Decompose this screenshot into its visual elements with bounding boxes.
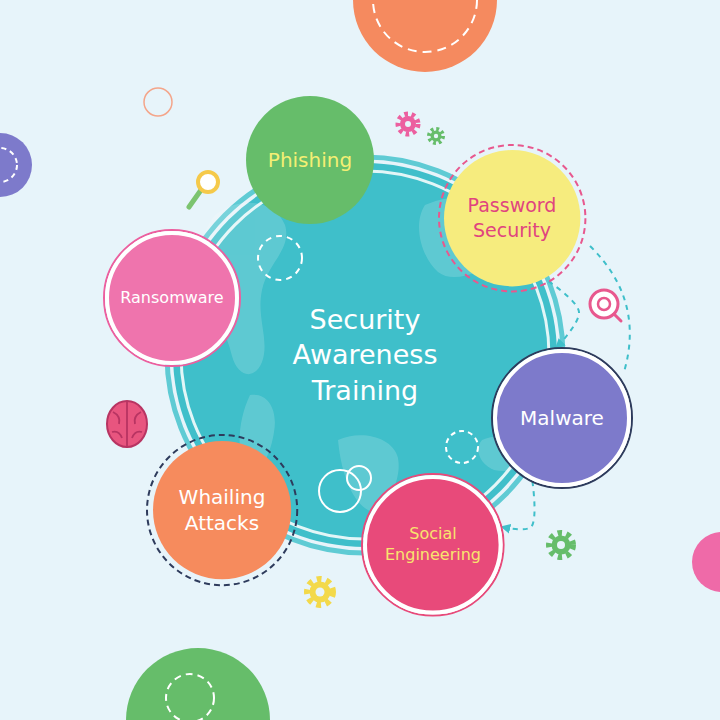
gear-body bbox=[400, 116, 416, 132]
magnifier-handle bbox=[189, 190, 201, 207]
topic-circle: Ransomware bbox=[104, 230, 240, 366]
circle-ring bbox=[104, 230, 240, 366]
gear-body bbox=[552, 536, 571, 555]
topic-circle: Password Security bbox=[439, 145, 585, 291]
gear-icon bbox=[549, 533, 573, 557]
node-label: Social Engineering bbox=[378, 524, 488, 566]
corner-circle-dash bbox=[0, 148, 17, 182]
corner-circle bbox=[0, 133, 32, 197]
circle-ring bbox=[439, 145, 585, 291]
circle-ring bbox=[147, 435, 297, 585]
circle-ring bbox=[362, 474, 504, 616]
topic-circle: Whailing Attacks bbox=[147, 435, 297, 585]
node-label: Ransomware bbox=[120, 288, 223, 309]
gear-teeth bbox=[429, 129, 443, 143]
circle-ring bbox=[444, 150, 580, 286]
corner-circle-dash bbox=[166, 674, 214, 720]
gear-teeth bbox=[307, 579, 333, 605]
gear-hole bbox=[557, 541, 565, 549]
topic-circle: Social Engineering bbox=[362, 474, 504, 616]
gear-hole bbox=[405, 121, 411, 127]
magnifier-icon bbox=[198, 172, 218, 192]
node-label: Phishing bbox=[268, 147, 352, 173]
gear-teeth bbox=[549, 533, 573, 557]
bubble-circle bbox=[347, 466, 371, 490]
topic-circle: Malware bbox=[492, 348, 632, 488]
brain-icon bbox=[107, 401, 147, 447]
topic-circle: Phishing bbox=[246, 96, 374, 224]
gear-hole bbox=[434, 134, 438, 138]
node-label: Security Awareness Training bbox=[275, 302, 455, 407]
gear-icon bbox=[307, 579, 333, 605]
dashed-arc bbox=[590, 246, 630, 372]
node-label: Whailing Attacks bbox=[164, 484, 279, 536]
circle-ring bbox=[365, 477, 501, 613]
circle-ring bbox=[492, 348, 632, 488]
target-inner bbox=[598, 298, 610, 310]
node-label: Malware bbox=[520, 405, 604, 431]
gear-icon bbox=[429, 129, 443, 143]
gear-hole bbox=[316, 588, 325, 597]
gear-body bbox=[431, 131, 442, 142]
corner-circle bbox=[692, 532, 720, 592]
circle-ring bbox=[246, 96, 374, 224]
target-icon bbox=[590, 290, 621, 321]
brain-shape bbox=[107, 401, 147, 447]
circle-outline bbox=[147, 435, 297, 585]
circle-ring bbox=[495, 351, 629, 485]
gear-icon bbox=[398, 114, 418, 134]
corner-circle bbox=[126, 648, 270, 720]
gear-teeth bbox=[398, 114, 418, 134]
node-label: Password Security bbox=[456, 193, 568, 242]
circle-outline bbox=[439, 145, 585, 291]
corner-circle-dash bbox=[373, 0, 477, 52]
flow-arrow bbox=[501, 481, 534, 529]
brain-folds bbox=[112, 402, 142, 446]
circle-ring bbox=[153, 441, 291, 579]
gear-body bbox=[310, 582, 331, 603]
corner-circle bbox=[353, 0, 497, 72]
circle-ring bbox=[107, 233, 237, 363]
ring-dot bbox=[144, 88, 172, 116]
target-handle bbox=[614, 314, 621, 321]
